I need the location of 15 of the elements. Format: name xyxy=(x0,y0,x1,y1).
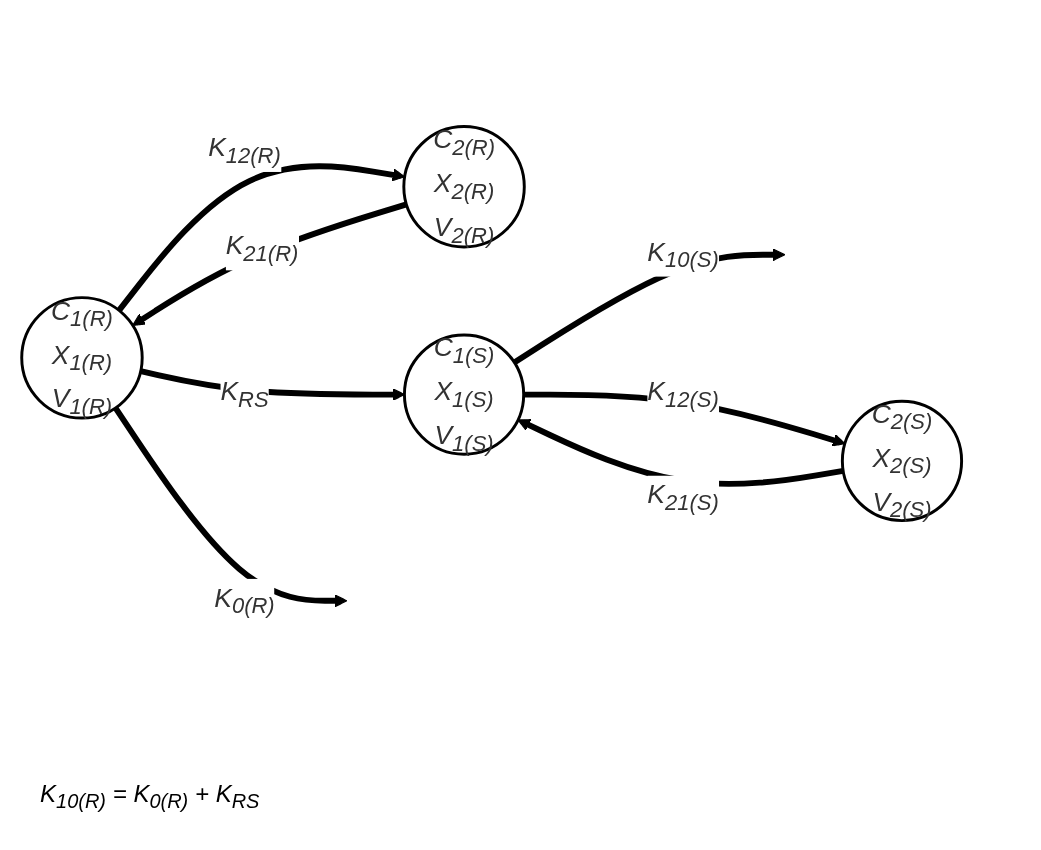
edge-label: K$_{12(R)}$ xyxy=(208,132,281,167)
arrow xyxy=(116,163,406,313)
node-circle: C$_{2(R)}$ X$_{2(R)}$ V$_{2(R)}$ xyxy=(402,125,526,249)
edge-label: K$_{10(S)}$ xyxy=(647,237,719,272)
equation-note: K$_{10(R)}$ = K$_{0(R)}$ + K$_{RS}$ xyxy=(40,780,261,813)
node-circle: C$_{1(R)}$ X$_{1(R)}$ V$_{1(R)}$ xyxy=(20,296,144,420)
edge-label: K$_{21(R)}$ xyxy=(225,230,299,266)
edge-label: K$_{RS}$ xyxy=(220,376,269,412)
node-circle: C$_{1(S)}$ X$_{1(S)}$ V$_{1(S)}$ xyxy=(402,333,526,456)
arrow xyxy=(132,201,408,326)
edge-label: K$_{0(R)}$ xyxy=(214,583,275,618)
arrow xyxy=(113,406,348,608)
edge-label: K$_{12(S)}$ xyxy=(647,376,719,412)
edge-label: K$_{21(S)}$ xyxy=(647,480,719,515)
node-circle: C$_{2(S)}$ X$_{2(S)}$ V$_{2(S)}$ xyxy=(840,399,964,523)
